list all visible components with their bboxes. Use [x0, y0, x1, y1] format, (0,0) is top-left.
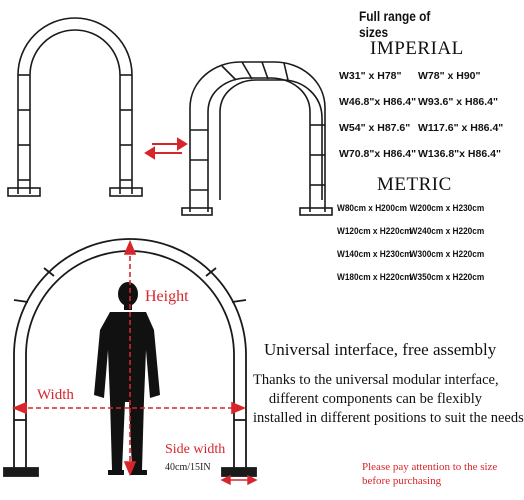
- imperial-size: W78" x H90": [418, 70, 481, 82]
- arch-illustrations: [3, 17, 333, 486]
- metric-size: W80cm x H200cm: [337, 203, 407, 213]
- imperial-size: W54" x H87.6": [339, 122, 411, 134]
- metric-size: W240cm x H220cm: [409, 226, 485, 236]
- metric-size-list: W80cm x H200cm W200cm x H230cm W120cm x …: [337, 202, 488, 283]
- metric-size: W300cm x H220cm: [409, 249, 485, 259]
- feature-line: installed in different positions to suit…: [253, 410, 524, 426]
- imperial-size: W70.8"x H86.4": [339, 148, 417, 160]
- metric-size: W140cm x H230cm: [337, 249, 412, 259]
- purchase-notice: Please pay attention to the size before …: [362, 461, 498, 487]
- imperial-size: W93.6" x H86.4": [418, 96, 498, 108]
- feature-line: different components can be flexibly: [268, 391, 483, 407]
- width-label: Width: [37, 387, 74, 403]
- swap-arrows-icon: [144, 137, 188, 160]
- metric-size: W120cm x H220cm: [337, 226, 412, 236]
- person-silhouette: [94, 282, 160, 475]
- arch-front-view: [7, 17, 143, 197]
- feature-line: Thanks to the universal modular interfac…: [253, 372, 499, 388]
- arch-side-view: [181, 61, 333, 216]
- side-width-value: 40cm/15IN: [165, 462, 211, 473]
- metric-size: W180cm x H220cm: [337, 272, 412, 282]
- imperial-size: W31" x H78": [339, 70, 402, 82]
- metric-heading: METRIC: [377, 174, 452, 195]
- product-infographic: Full range of sizes IMPERIAL W31" x H78"…: [3, 8, 524, 487]
- imperial-size: W46.8"x H86.4": [339, 96, 417, 108]
- metric-size: W350cm x H220cm: [409, 272, 485, 282]
- imperial-size-list: W31" x H78" W78" x H90" W46.8"x H86.4" W…: [339, 70, 503, 160]
- feature-headline: Universal interface, free assembly: [264, 340, 497, 359]
- metric-size: W200cm x H230cm: [409, 203, 485, 213]
- feature-description: Thanks to the universal modular interfac…: [253, 371, 524, 428]
- imperial-size: W117.6" x H86.4": [418, 122, 504, 134]
- width-dimension-arrow: [11, 401, 247, 415]
- height-label: Height: [145, 288, 189, 305]
- imperial-size: W136.8"x H86.4": [418, 148, 501, 160]
- height-dimension-arrow: [123, 239, 137, 477]
- sizes-title: Full range of sizes: [359, 8, 431, 40]
- side-width-label: Side width: [165, 442, 226, 457]
- imperial-heading: IMPERIAL: [370, 38, 464, 59]
- side-width-dimension-arrow: [220, 474, 258, 486]
